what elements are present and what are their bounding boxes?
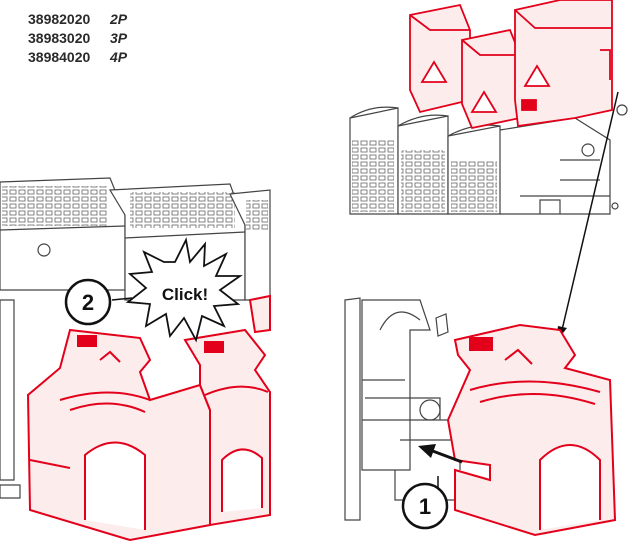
- click-burst: Click!: [125, 237, 243, 343]
- breaker-module: [447, 124, 501, 215]
- part-row-4p: 38984020 4P: [28, 48, 127, 67]
- bottom-right-view: [344, 297, 617, 537]
- step-1-number: 1: [419, 494, 431, 519]
- breaker-module: [349, 106, 399, 215]
- breaker-module: [344, 297, 470, 521]
- step-2-marker: 2: [64, 278, 133, 326]
- part-code: 38983020: [28, 30, 91, 46]
- guide-arrow: [556, 91, 619, 342]
- breaker-module: [0, 177, 126, 291]
- step-1-marker: 1: [401, 482, 449, 530]
- side-plate: [0, 243, 51, 499]
- click-label: Click!: [162, 285, 208, 304]
- part-poles: 4P: [110, 49, 128, 65]
- part-number-list: 38982020 2P 38983020 3P 38984020 4P: [28, 10, 127, 67]
- terminal-cover: [248, 294, 271, 334]
- part-code: 38982020: [28, 11, 91, 27]
- part-code: 38984020: [28, 49, 91, 65]
- breaker-module: [397, 114, 449, 215]
- terminal-cover: [446, 323, 617, 537]
- terminal-cover: [26, 328, 211, 542]
- breaker-module: [229, 189, 271, 301]
- part-row-3p: 38983020 3P: [28, 29, 127, 48]
- part-poles: 2P: [110, 11, 128, 27]
- terminal-cover: [514, 0, 613, 128]
- part-row-2p: 38982020 2P: [28, 10, 127, 29]
- top-right-view: [349, 0, 628, 215]
- part-poles: 3P: [110, 30, 128, 46]
- terminal-cover: [409, 3, 471, 114]
- left-view: [0, 177, 271, 542]
- terminal-cover: [183, 328, 271, 527]
- step-2-number: 2: [82, 290, 94, 315]
- terminal-cover: [461, 28, 521, 130]
